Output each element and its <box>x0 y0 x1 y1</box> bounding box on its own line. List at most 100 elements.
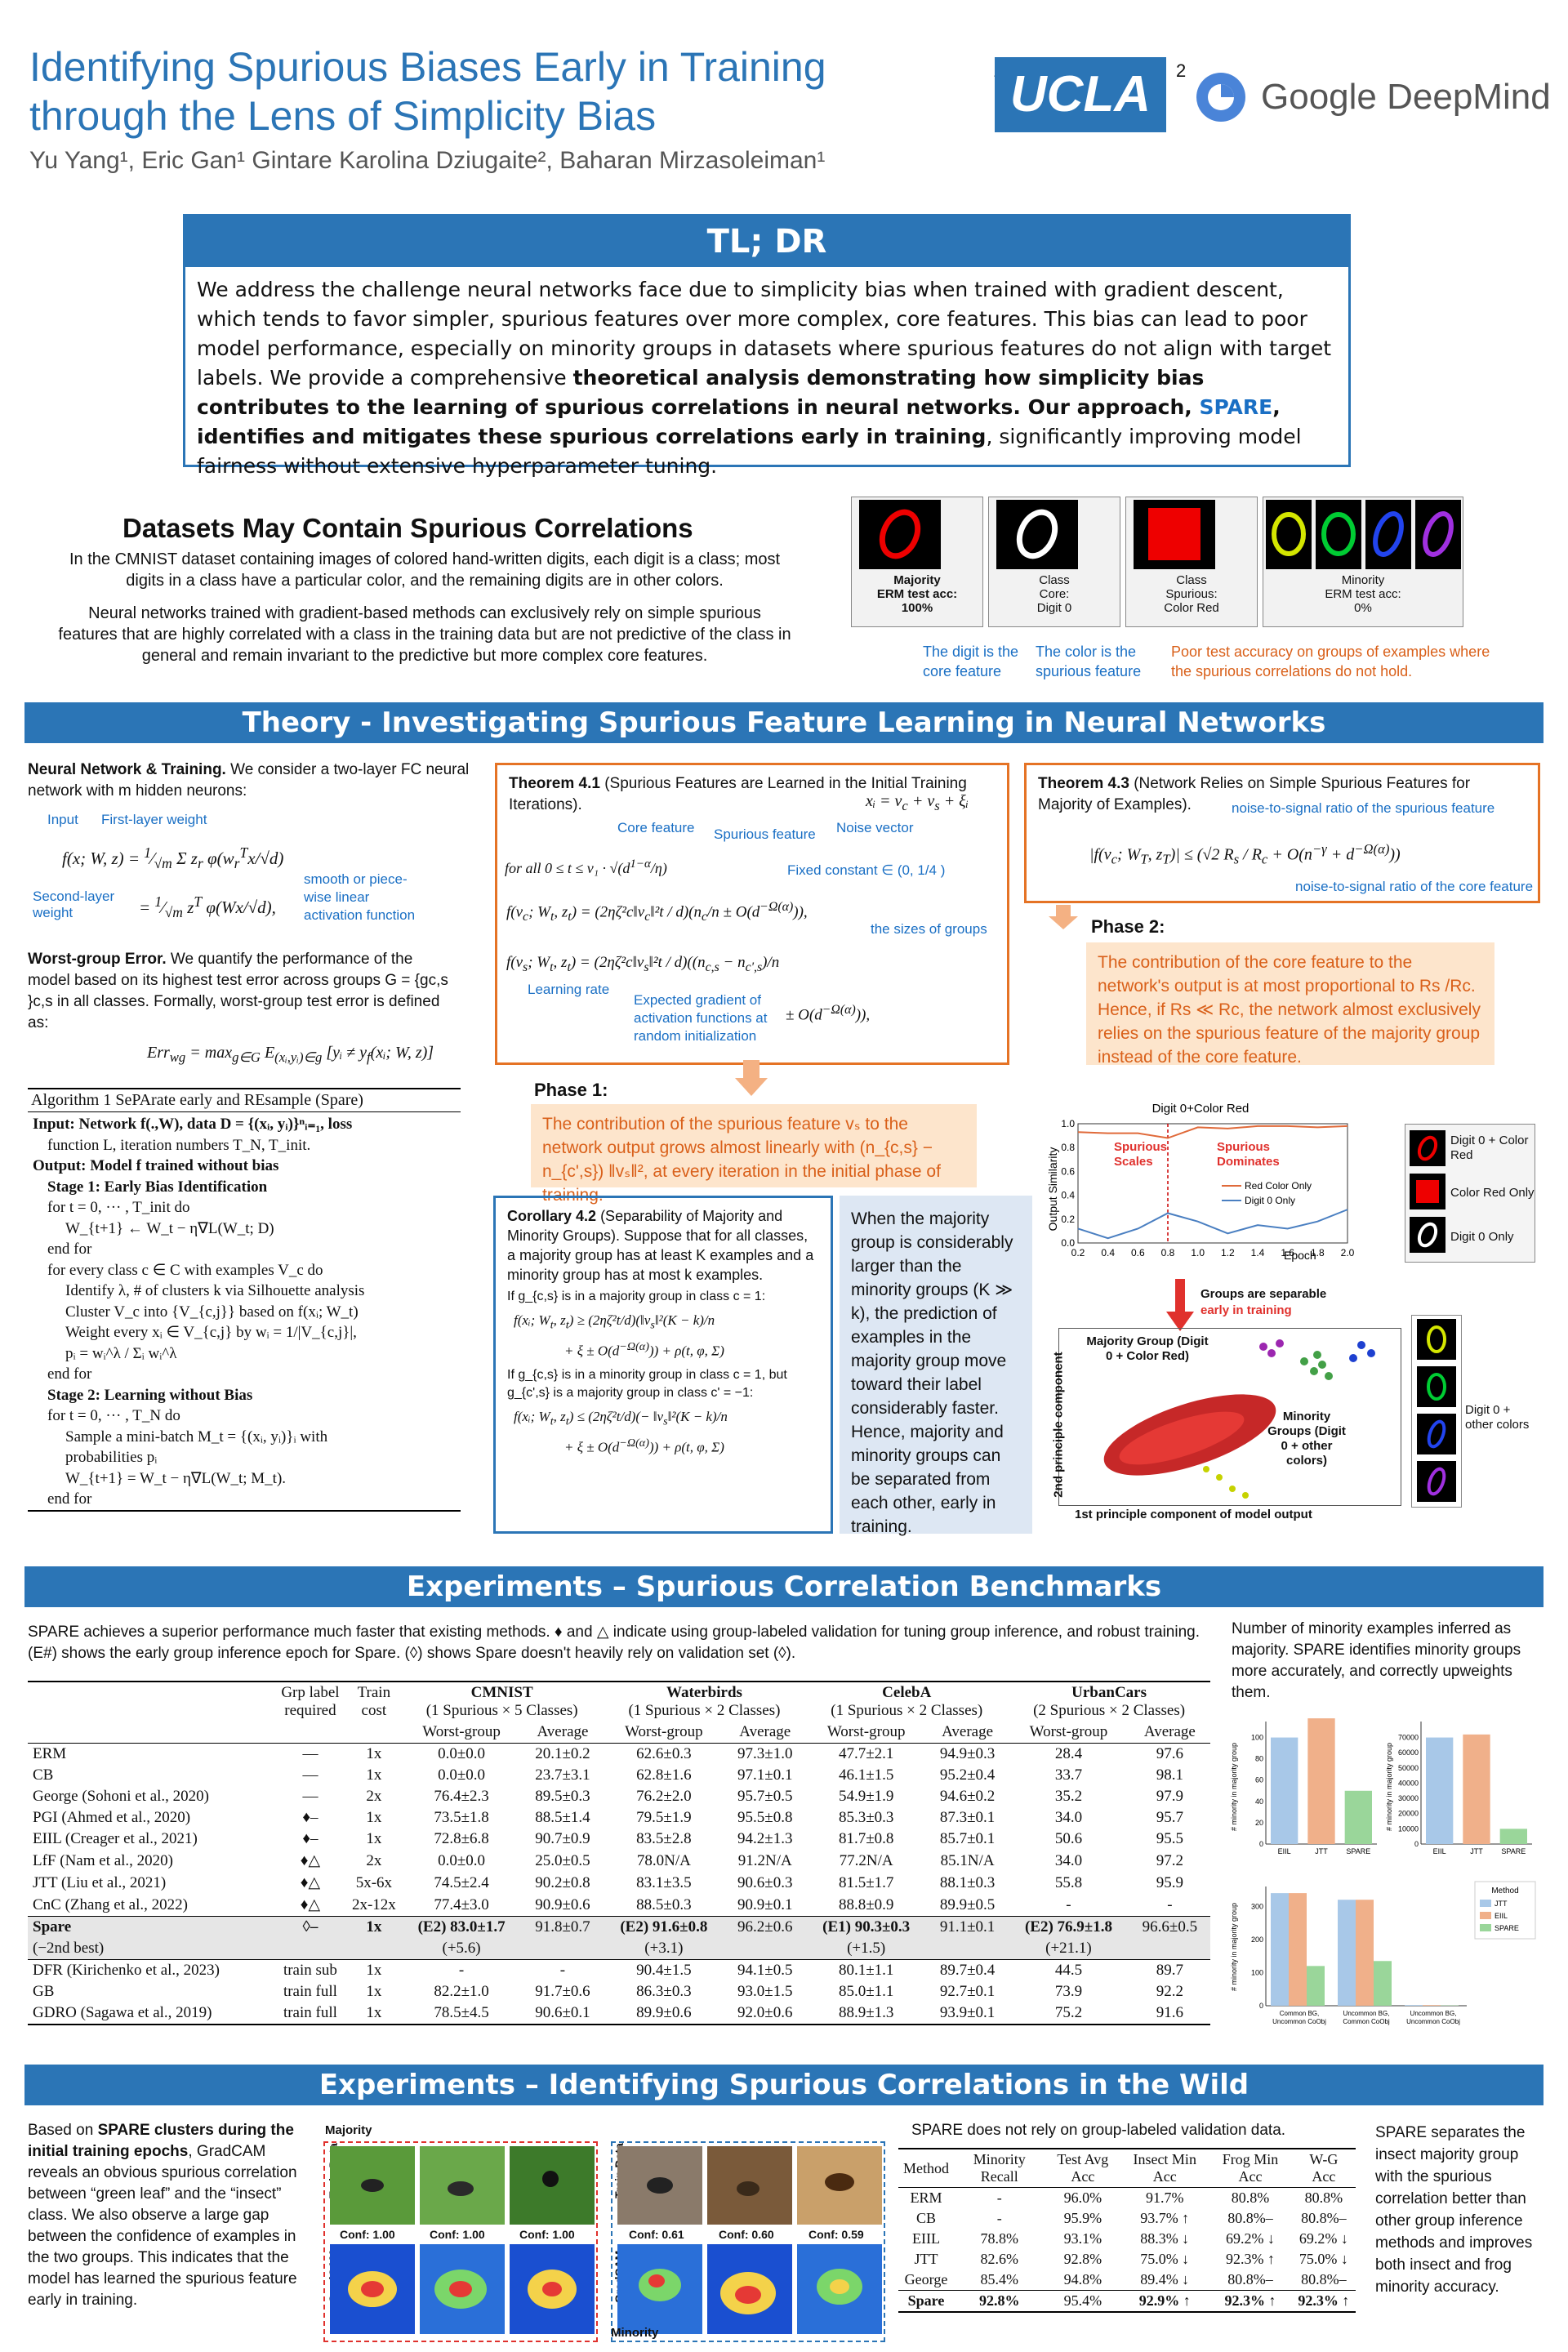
table-cell: 76.2±2.0 <box>636 1788 692 1805</box>
y-tick-label: 10000 <box>1398 1824 1419 1833</box>
wild-table-cell: 93.1% <box>1063 2230 1102 2247</box>
pca-majority-label: Majority Group (Digit 0 + Color Red) <box>1086 1334 1209 1363</box>
table-cell: 73.5±1.8 <box>434 1809 489 1826</box>
corollary-formula-2: f(xᵢ; Wt, zt) ≤ (2ηζ²t/d)(− ‖vs‖²(K − k)… <box>514 1409 728 1428</box>
wild-table-cell: George <box>904 2271 948 2287</box>
bar <box>1344 1790 1372 1844</box>
table-cell: 33.7 <box>1054 1766 1083 1784</box>
wild-table-cell: ERM <box>910 2189 942 2206</box>
algorithm-line: Stage 1: Early Bias Identification <box>47 1178 268 1196</box>
x-tick-label: EIIL <box>1433 1847 1446 1855</box>
datasets-p1: In the CMNIST dataset containing images … <box>69 550 781 590</box>
table-cell: 91.1±0.1 <box>939 1918 996 1936</box>
wild-col-header: Insect Min Acc <box>1133 2151 1196 2185</box>
label-activation: smooth or piece-wise linear activation f… <box>304 871 416 923</box>
table-cell: 83.5±2.8 <box>636 1830 692 1847</box>
x-tick-label: SPARE <box>1346 1847 1370 1855</box>
label-first-layer: First-layer weight <box>101 812 207 827</box>
wild-col-header: Minority Recall <box>973 2151 1026 2185</box>
caption-minority: Minority ERM test acc: 0% <box>1325 573 1401 615</box>
wild-table-cell: 80.8%– <box>1301 2210 1347 2226</box>
algorithm-line: for t = 0, ··· , T_init do <box>47 1199 190 1216</box>
table-cell: 89.7 <box>1156 1962 1183 1979</box>
y-tick-label: 0 <box>1259 1840 1263 1848</box>
table-cell: 74.5±2.4 <box>434 1873 489 1891</box>
minority-box <box>611 2141 885 2342</box>
table-cell: 34.0 <box>1054 1809 1083 1826</box>
table-row: (−2nd best)(+5.6)(+3.1)(+1.5)(+21.1) <box>28 1938 1210 1960</box>
x-tick-label: 1.0 <box>1191 1247 1205 1258</box>
table-cell: 25.0±0.5 <box>535 1851 590 1869</box>
y-tick-label: 100 <box>1251 1968 1263 1976</box>
caption-class-core: Class Core: Digit 0 <box>1036 573 1072 615</box>
legend-title: Method <box>1491 1886 1518 1895</box>
wild-table-cell: 92.8% <box>1063 2251 1102 2267</box>
table-cell <box>724 1938 805 1960</box>
legend-label-series-0: Red Color Only <box>1245 1180 1312 1192</box>
table-cell: 97.3±1.0 <box>737 1745 793 1762</box>
bar <box>1271 1737 1298 1844</box>
table-cell: EIIL (Creager et al., 2021) <box>33 1830 198 1847</box>
x-tick-label: 1.6 <box>1281 1247 1294 1258</box>
table-cell: 47.7±2.1 <box>838 1745 894 1762</box>
pca-points <box>1103 1339 1375 1499</box>
table-cell: 75.2 <box>1054 2004 1083 2021</box>
wild-table-cell: 94.8% <box>1063 2271 1102 2287</box>
table-cell: 35.2 <box>1054 1788 1083 1805</box>
x-tick-label: Uncommon BG, <box>1343 2010 1390 2017</box>
y-tick-label: 60 <box>1255 1776 1263 1784</box>
caption-majority: Majority ERM test acc: 100% <box>876 573 958 615</box>
separable-text-2: early in training <box>1200 1303 1292 1317</box>
y-tick-label: 20000 <box>1398 1810 1419 1818</box>
wge-title: Worst-group Error. <box>28 951 167 968</box>
table-cell: –– <box>302 1766 318 1784</box>
wild-table-cell: 92.9% ↑ <box>1138 2292 1191 2309</box>
bar-ylabel: # minority in majority group <box>1230 1743 1238 1831</box>
table-cell: 90.4±1.5 <box>636 1962 692 1979</box>
table-cell: 1x <box>366 1745 382 1762</box>
y-tick-label: 300 <box>1251 1902 1263 1910</box>
digit-red-zero <box>859 500 941 569</box>
table-cell: 28.4 <box>1054 1745 1083 1762</box>
bar-spare <box>1374 1961 1392 2006</box>
algorithm-line: Input: Network f(.,W), data D = {(xᵢ, yᵢ… <box>33 1116 353 1133</box>
results-table: Grp label required Train cost CMNIST(1 S… <box>28 1681 1210 2025</box>
time-condition: for all 0 ≤ t ≤ ν₁ · √(d1−α/η) <box>505 858 667 876</box>
table-cell: 96.6±0.5 <box>1142 1918 1198 1936</box>
legend-digit-icons <box>1410 1130 1446 1253</box>
table-cell: 88.8±0.9 <box>838 1895 894 1913</box>
table-cell: (E2) 83.0±1.7 <box>417 1918 506 1936</box>
wild-table-row: CB-95.9%93.7% ↑80.8%–80.8%– <box>898 2208 1356 2229</box>
x-tick-label: 1.4 <box>1251 1247 1265 1258</box>
table-cell: - <box>1066 1895 1071 1913</box>
table-cell: 94.9±0.3 <box>939 1745 996 1762</box>
table-cell: 85.3±0.3 <box>838 1809 894 1826</box>
y-tick-label: 40000 <box>1398 1779 1419 1787</box>
algorithm-line: probabilities pᵢ <box>65 1449 158 1466</box>
x-tick-label: Common CoObj <box>1343 2018 1390 2025</box>
algorithm-line: Weight every xᵢ ∈ V_{c,j} by wᵢ = 1/|V_{… <box>65 1324 357 1341</box>
wild-table-cell: 89.4% ↓ <box>1140 2271 1190 2287</box>
note-core: The digit is the core feature <box>923 644 1019 679</box>
table-cell: ♦△ <box>300 1896 321 1913</box>
pca-xlabel: 1st principle component of model output <box>1075 1508 1312 1521</box>
table-cell: 85.7±0.1 <box>939 1830 996 1847</box>
table-cell: 78.5±4.5 <box>434 2004 489 2021</box>
wild-table-cell: 96.0% <box>1063 2189 1102 2206</box>
x-tick-label: 1.8 <box>1311 1247 1325 1258</box>
wild-table-cell: 92.3% ↑ <box>1224 2292 1276 2309</box>
table-cell: 62.8±1.6 <box>636 1766 692 1784</box>
table-cell: 89.9±0.6 <box>636 2004 692 2021</box>
wild-table-cell: 93.7% ↑ <box>1140 2210 1190 2226</box>
table-cell: 92.7±0.1 <box>939 1983 996 2000</box>
tldr-box: TL; DR We address the challenge neural n… <box>183 214 1351 478</box>
algorithm-line: end for <box>47 1241 92 1258</box>
wild-table-cell: CB <box>915 2210 936 2226</box>
table-cell: 97.1±0.1 <box>737 1766 793 1784</box>
table-cell: 55.8 <box>1054 1873 1083 1891</box>
table-cell: 77.4±3.0 <box>434 1895 489 1913</box>
